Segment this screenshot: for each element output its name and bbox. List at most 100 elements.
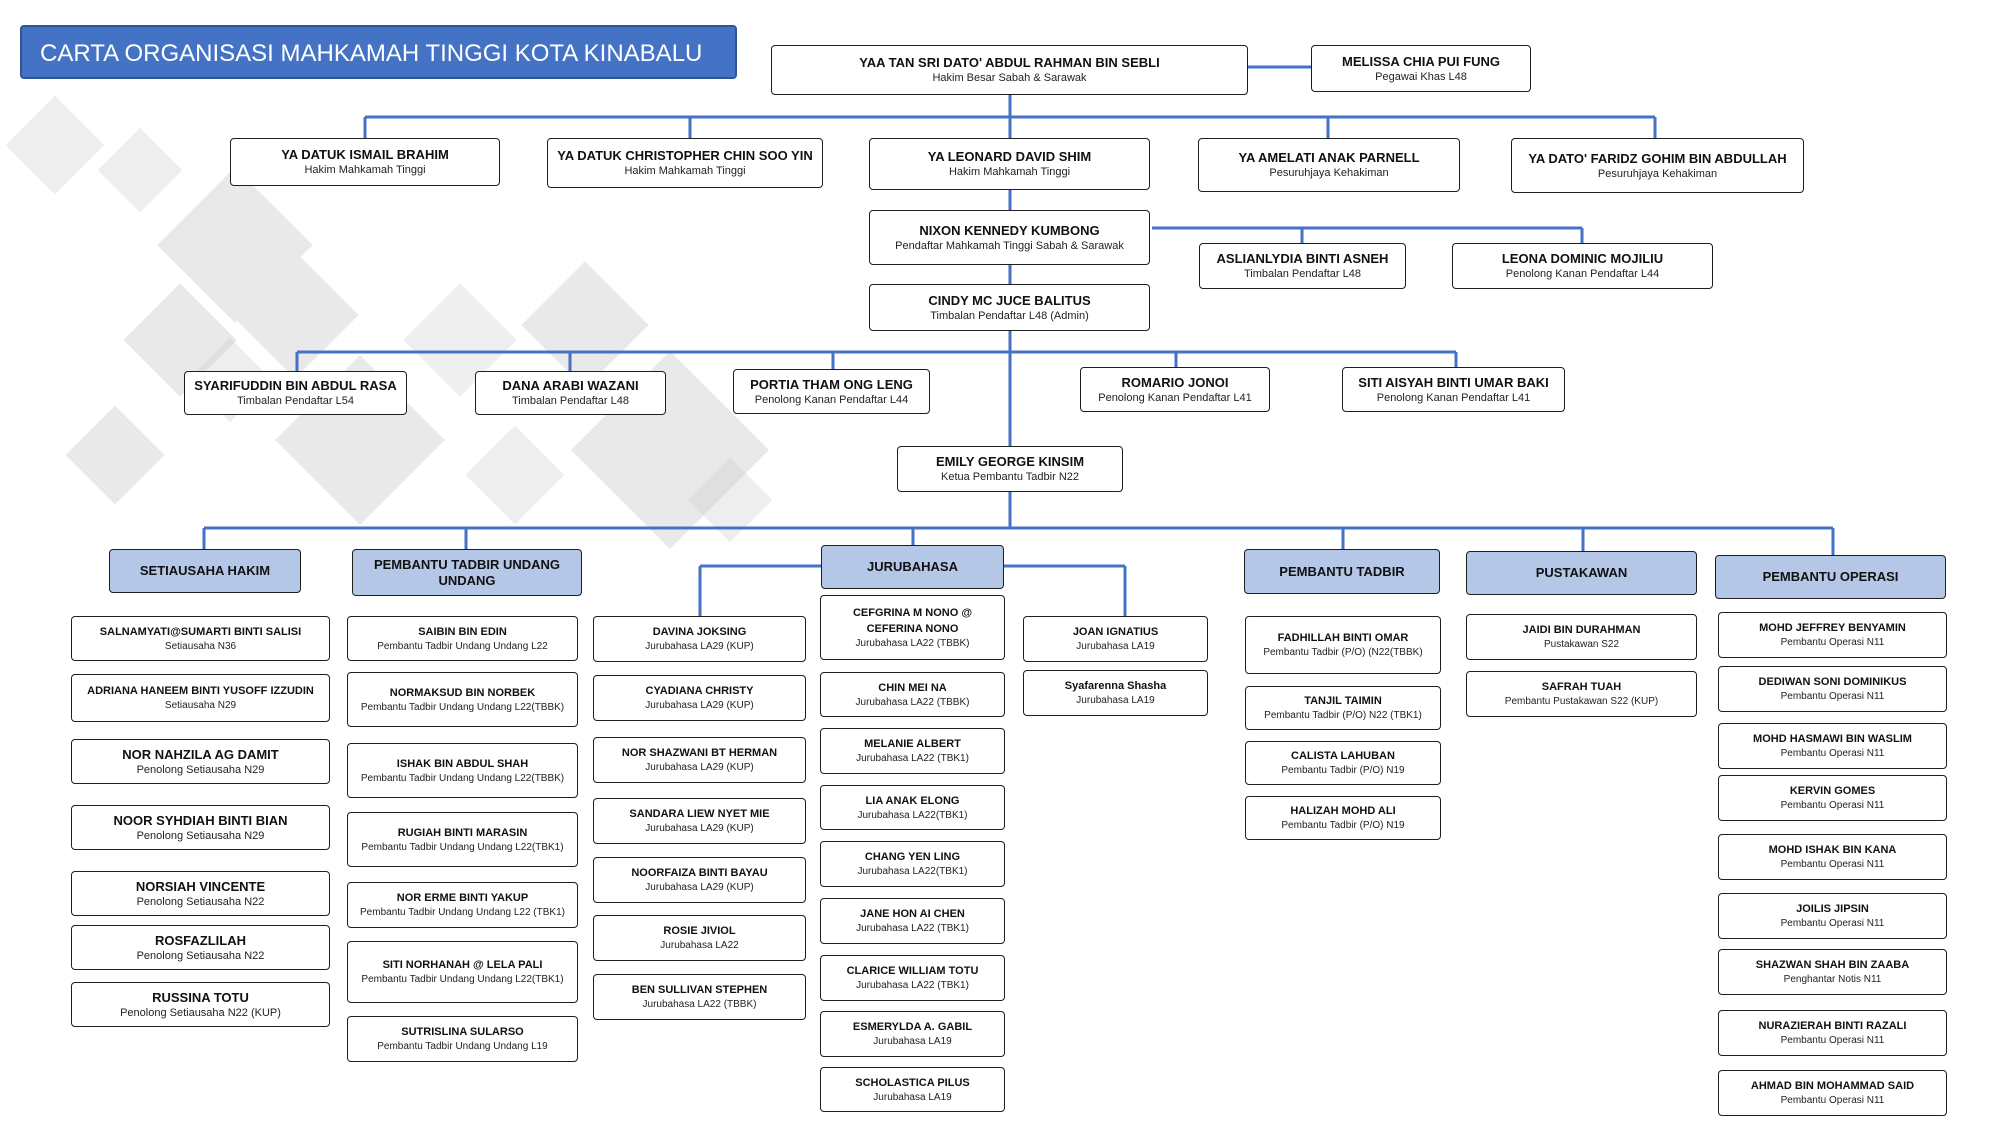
judge-name: YA DATO' FARIDZ GOHIM BIN ABDULLAH	[1528, 150, 1787, 166]
staff-box: DAVINA JOKSING Jurubahasa LA29 (KUP)	[593, 616, 806, 662]
staff-post: Pembantu Tadbir (P/O) N19	[1281, 765, 1405, 776]
staff-box: SALNAMYATI@SUMARTI BINTI SALISI Setiausa…	[71, 616, 330, 661]
staff-box: MOHD HASMAWI BIN WASLIM Pembantu Operasi…	[1718, 723, 1947, 769]
staff-box: ADRIANA HANEEM BINTI YUSOFF IZZUDIN Seti…	[71, 674, 330, 722]
staff-box: KERVIN GOMES Pembantu Operasi N11	[1718, 775, 1947, 821]
staff-name: JANE HON AI CHEN	[860, 908, 965, 920]
staff-box: ROSFAZLILAH Penolong Setiausaha N22	[71, 925, 330, 970]
staff-name: LIA ANAK ELONG	[865, 794, 960, 807]
staff-name: ADRIANA HANEEM BINTI YUSOFF IZZUDIN	[87, 685, 314, 697]
judge-name: YA DATUK CHRISTOPHER CHIN SOO YIN	[557, 148, 813, 163]
staff-post: Jurubahasa LA22(TBK1)	[857, 809, 968, 821]
staff-name: NOR SHAZWANI BT HERMAN	[621, 747, 778, 759]
staff-name: NURAZIERAH BINTI RAZALI	[1758, 1020, 1907, 1032]
staff-box: JAIDI BIN DURAHMAN Pustakawan S22	[1466, 614, 1697, 660]
staff-box: ISHAK BIN ABDUL SHAH Pembantu Tadbir Und…	[347, 743, 578, 798]
judge-box: YA DATUK CHRISTOPHER CHIN SOO YIN Hakim …	[547, 138, 823, 188]
staff-post: Pembantu Operasi N11	[1780, 918, 1885, 929]
staff-box: NORMAKSUD BIN NORBEK Pembantu Tadbir Und…	[347, 672, 578, 727]
staff-box: NOR SHAZWANI BT HERMAN Jurubahasa LA29 (…	[593, 737, 806, 783]
deputy-box: ROMARIO JONOI Penolong Kanan Pendaftar L…	[1080, 367, 1270, 412]
judge-post: Hakim Mahkamah Tinggi	[948, 166, 1071, 178]
staff-name: RUSSINA TOTU	[152, 989, 249, 1005]
staff-name: MOHD ISHAK BIN KANA	[1768, 844, 1897, 856]
staff-name: HALIZAH MOHD ALI	[1290, 805, 1396, 817]
staff-post: Jurubahasa LA29 (KUP)	[645, 700, 754, 711]
dept-header-label: JURUBAHASA	[866, 559, 958, 574]
staff-name: SAIBIN BIN EDIN	[418, 625, 507, 638]
staff-name: CLARICE WILLIAM TOTU	[846, 965, 979, 977]
registrar-side-name: LEONA DOMINIC MOJILIU	[1501, 251, 1664, 266]
staff-box: SANDARA LIEW NYET MIE Jurubahasa LA29 (K…	[593, 798, 806, 844]
staff-post: Jurubahasa LA19	[1076, 641, 1155, 652]
staff-name: CYADIANA CHRISTY	[645, 685, 754, 697]
dept-header-pustakawan: PUSTAKAWAN	[1466, 551, 1697, 595]
staff-box: SHAZWAN SHAH BIN ZAABA Penghantar Notis …	[1718, 949, 1947, 995]
staff-box: JOAN IGNATIUS Jurubahasa LA19	[1023, 616, 1208, 662]
staff-post: Jurubahasa LA29 (KUP)	[645, 823, 754, 834]
staff-post: Pembantu Operasi N11	[1780, 748, 1885, 759]
staff-box: FADHILLAH BINTI OMAR Pembantu Tadbir (P/…	[1245, 616, 1441, 674]
staff-name: ROSFAZLILAH	[155, 932, 246, 948]
staff-name: ESMERYLDA A. GABIL	[852, 1021, 973, 1033]
staff-post: Pembantu Tadbir (P/O) N22 (TBK1)	[1264, 710, 1422, 721]
chief-admin-name: EMILY GEORGE KINSIM	[935, 454, 1085, 469]
staff-post: Pembantu Operasi N11	[1780, 800, 1885, 811]
staff-name: MELANIE ALBERT	[864, 738, 961, 750]
staff-box: CALISTA LAHUBAN Pembantu Tadbir (P/O) N1…	[1245, 741, 1441, 785]
dept-header-label: PUSTAKAWAN	[1535, 565, 1628, 580]
deputy-post: Penolong Kanan Pendaftar L41	[1098, 391, 1252, 404]
chief-judge-name: YAA TAN SRI DATO' ABDUL RAHMAN BIN SEBLI	[859, 55, 1160, 70]
staff-box: TANJIL TAIMIN Pembantu Tadbir (P/O) N22 …	[1245, 686, 1441, 730]
chief-admin-post: Ketua Pembantu Tadbir N22	[941, 471, 1079, 483]
staff-name: DAVINA JOKSING	[652, 626, 747, 638]
staff-box: NOOR SYHDIAH BINTI BIAN Penolong Setiaus…	[71, 805, 330, 850]
staff-box: MOHD ISHAK BIN KANA Pembantu Operasi N11	[1718, 834, 1947, 880]
staff-box: SAFRAH TUAH Pembantu Pustakawan S22 (KUP…	[1466, 671, 1697, 717]
staff-post: Penolong Setiausaha N29	[136, 763, 265, 776]
staff-name: DEDIWAN SONI DOMINIKUS	[1758, 676, 1907, 688]
staff-post: Pembantu Tadbir Undang Undang L22(TBK1)	[361, 841, 564, 853]
staff-box: LIA ANAK ELONG Jurubahasa LA22(TBK1)	[820, 785, 1005, 830]
staff-post: Jurubahasa LA19	[873, 1091, 952, 1103]
staff-name: SITI NORHANAH @ LELA PALI	[382, 959, 543, 971]
deputy-admin-box: CINDY MC JUCE BALITUS Timbalan Pendaftar…	[869, 284, 1150, 331]
judge-post: Pesuruhjaya Kehakiman	[1597, 167, 1718, 180]
staff-name: CEFGRINA M NONO @ CEFERINA NONO	[852, 606, 973, 635]
staff-post: Pembantu Operasi N11	[1780, 637, 1885, 648]
special-officer-post: Pegawai Khas L48	[1375, 70, 1467, 83]
staff-post: Jurubahasa LA29 (KUP)	[645, 882, 754, 893]
page-title: CARTA ORGANISASI MAHKAMAH TINGGI KOTA KI…	[20, 25, 737, 79]
staff-name: SCHOLASTICA PILUS	[855, 1076, 970, 1089]
staff-post: Pembantu Tadbir Undang Undang L22(TBBK)	[360, 772, 565, 784]
staff-box: SITI NORHANAH @ LELA PALI Pembantu Tadbi…	[347, 941, 578, 1003]
staff-name: RUGIAH BINTI MARASIN	[397, 826, 528, 839]
staff-post: Pembantu Pustakawan S22 (KUP)	[1504, 696, 1659, 707]
staff-box: CLARICE WILLIAM TOTU Jurubahasa LA22 (TB…	[820, 955, 1005, 1001]
staff-name: ISHAK BIN ABDUL SHAH	[396, 757, 529, 770]
deputy-name: ROMARIO JONOI	[1121, 374, 1229, 390]
staff-post: Pembantu Operasi N11	[1780, 859, 1885, 870]
staff-box: AHMAD BIN MOHAMMAD SAID Pembantu Operasi…	[1718, 1070, 1947, 1116]
deputy-post: Penolong Kanan Pendaftar L41	[1376, 391, 1531, 404]
staff-name: FADHILLAH BINTI OMAR	[1277, 632, 1409, 644]
staff-box: Syafarenna Shasha Jurubahasa LA19	[1023, 670, 1208, 716]
dept-header-jurubahasa: JURUBAHASA	[821, 545, 1004, 589]
staff-box: BEN SULLIVAN STEPHEN Jurubahasa LA22 (TB…	[593, 974, 806, 1020]
staff-box: CYADIANA CHRISTY Jurubahasa LA29 (KUP)	[593, 675, 806, 721]
dept-header-label: PEMBANTU TADBIR	[1279, 563, 1405, 579]
staff-post: Penolong Setiausaha N22 (KUP)	[120, 1006, 281, 1019]
chief-judge-post: Hakim Besar Sabah & Sarawak	[932, 72, 1087, 84]
staff-box: SAIBIN BIN EDIN Pembantu Tadbir Undang U…	[347, 616, 578, 661]
staff-box: JANE HON AI CHEN Jurubahasa LA22 (TBK1)	[820, 898, 1005, 944]
deputy-box: PORTIA THAM ONG LENG Penolong Kanan Pend…	[733, 369, 930, 414]
staff-post: Setiausaha N29	[164, 700, 237, 711]
judge-name: YA AMELATI ANAK PARNELL	[1238, 150, 1420, 165]
staff-box: RUGIAH BINTI MARASIN Pembantu Tadbir Und…	[347, 812, 578, 867]
deputy-name: PORTIA THAM ONG LENG	[750, 376, 913, 392]
staff-post: Jurubahasa LA22 (TBK1)	[856, 923, 969, 934]
dept-header-label: SETIAUSAHA HAKIM	[139, 563, 271, 578]
staff-post: Pembantu Operasi N11	[1780, 1035, 1885, 1046]
dept-header-pembantu-undang: PEMBANTU TADBIR UNDANG UNDANG	[352, 549, 582, 596]
staff-box: ESMERYLDA A. GABIL Jurubahasa LA19	[820, 1011, 1005, 1057]
